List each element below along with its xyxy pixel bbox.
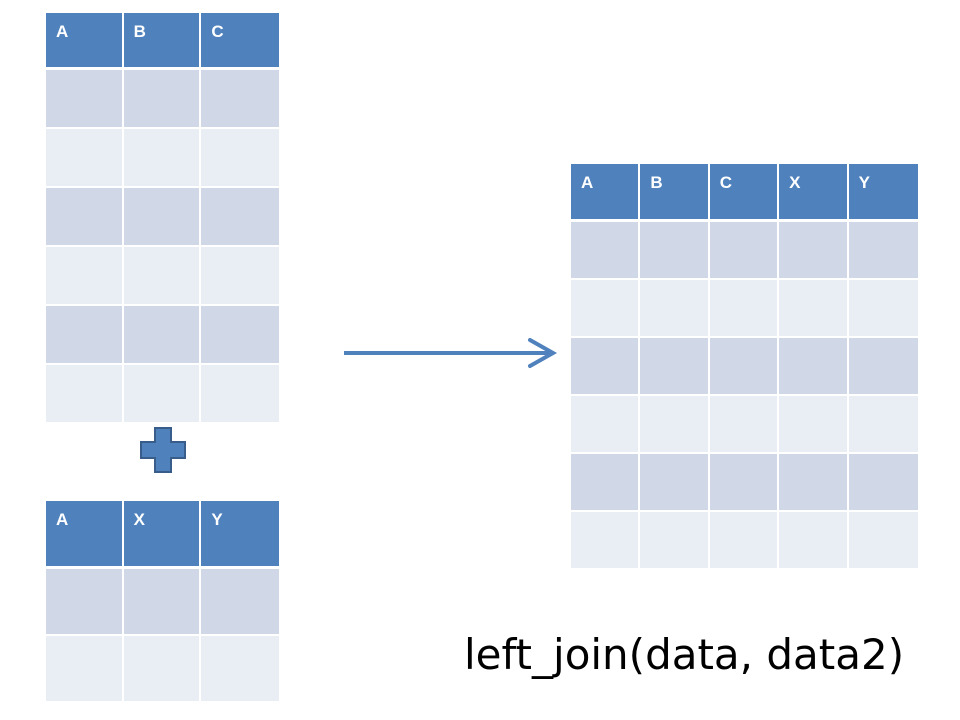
- column-header: A: [46, 501, 124, 569]
- table-cell: [640, 454, 710, 512]
- table-cell: [709, 512, 780, 568]
- right-arrow-icon: [344, 338, 558, 368]
- table-cell: [709, 338, 780, 396]
- column-header: C: [201, 13, 279, 70]
- table-row: [46, 247, 279, 306]
- table-row: [46, 188, 279, 247]
- table-cell: [123, 247, 202, 306]
- table-cell: [123, 188, 202, 247]
- column-header: X: [123, 501, 202, 569]
- table-cell: [779, 454, 849, 512]
- table-cell: [848, 512, 918, 568]
- table-row: [46, 569, 279, 636]
- table-cell: [848, 338, 918, 396]
- table-row: [46, 129, 279, 188]
- table-cell: [123, 306, 202, 365]
- table-cell: [201, 569, 279, 636]
- table-cell: [571, 338, 641, 396]
- header-row: A X Y: [46, 501, 279, 569]
- table-cell: [123, 70, 202, 129]
- table-cell: [46, 569, 124, 636]
- table-cell: [640, 280, 710, 338]
- table-cell: [123, 569, 202, 636]
- join-caption: left_join(data, data2): [464, 630, 905, 679]
- table-row: [571, 396, 918, 454]
- table-cell: [123, 365, 202, 422]
- table-cell: [640, 338, 710, 396]
- column-header: A: [571, 164, 641, 222]
- table-cell: [123, 636, 202, 701]
- table-cell: [571, 280, 641, 338]
- table-cell: [201, 636, 279, 701]
- table-cell: [201, 365, 279, 422]
- table-row: [46, 70, 279, 129]
- table-cell: [571, 512, 641, 568]
- table-cell: [201, 306, 279, 365]
- table-cell: [571, 222, 641, 280]
- table-cell: [46, 365, 124, 422]
- table-cell: [779, 280, 849, 338]
- table-cell: [779, 396, 849, 454]
- table-cell: [571, 396, 641, 454]
- table-cell: [709, 280, 780, 338]
- table-cell: [46, 129, 124, 188]
- table-cell: [848, 280, 918, 338]
- table-cell: [848, 396, 918, 454]
- table-cell: [123, 129, 202, 188]
- column-header: Y: [201, 501, 279, 569]
- table-cell: [46, 247, 124, 306]
- result-table: A B C X Y: [571, 164, 918, 568]
- table-cell: [709, 222, 780, 280]
- column-header: C: [709, 164, 780, 222]
- table-row: [46, 636, 279, 701]
- table-cell: [848, 222, 918, 280]
- column-header: B: [640, 164, 710, 222]
- table-cell: [709, 454, 780, 512]
- table-row: [46, 306, 279, 365]
- table-cell: [201, 247, 279, 306]
- data-table: A B C: [46, 13, 279, 422]
- plus-icon: [140, 427, 186, 473]
- table-cell: [779, 222, 849, 280]
- table-row: [571, 280, 918, 338]
- table-cell: [640, 222, 710, 280]
- table-cell: [46, 70, 124, 129]
- table-cell: [709, 396, 780, 454]
- table-cell: [46, 188, 124, 247]
- table-row: [571, 512, 918, 568]
- data2-table: A X Y: [46, 501, 279, 701]
- column-header: Y: [848, 164, 918, 222]
- table-cell: [201, 188, 279, 247]
- table-row: [46, 365, 279, 422]
- table-cell: [201, 129, 279, 188]
- column-header: A: [46, 13, 124, 70]
- header-row: A B C: [46, 13, 279, 70]
- table-cell: [640, 512, 710, 568]
- table-cell: [848, 454, 918, 512]
- table-cell: [571, 454, 641, 512]
- table-cell: [640, 396, 710, 454]
- table-cell: [46, 306, 124, 365]
- table-row: [571, 454, 918, 512]
- table-row: [571, 338, 918, 396]
- column-header: B: [123, 13, 202, 70]
- table-cell: [779, 512, 849, 568]
- column-header: X: [779, 164, 849, 222]
- table-cell: [201, 70, 279, 129]
- table-row: [571, 222, 918, 280]
- header-row: A B C X Y: [571, 164, 918, 222]
- table-cell: [779, 338, 849, 396]
- table-cell: [46, 636, 124, 701]
